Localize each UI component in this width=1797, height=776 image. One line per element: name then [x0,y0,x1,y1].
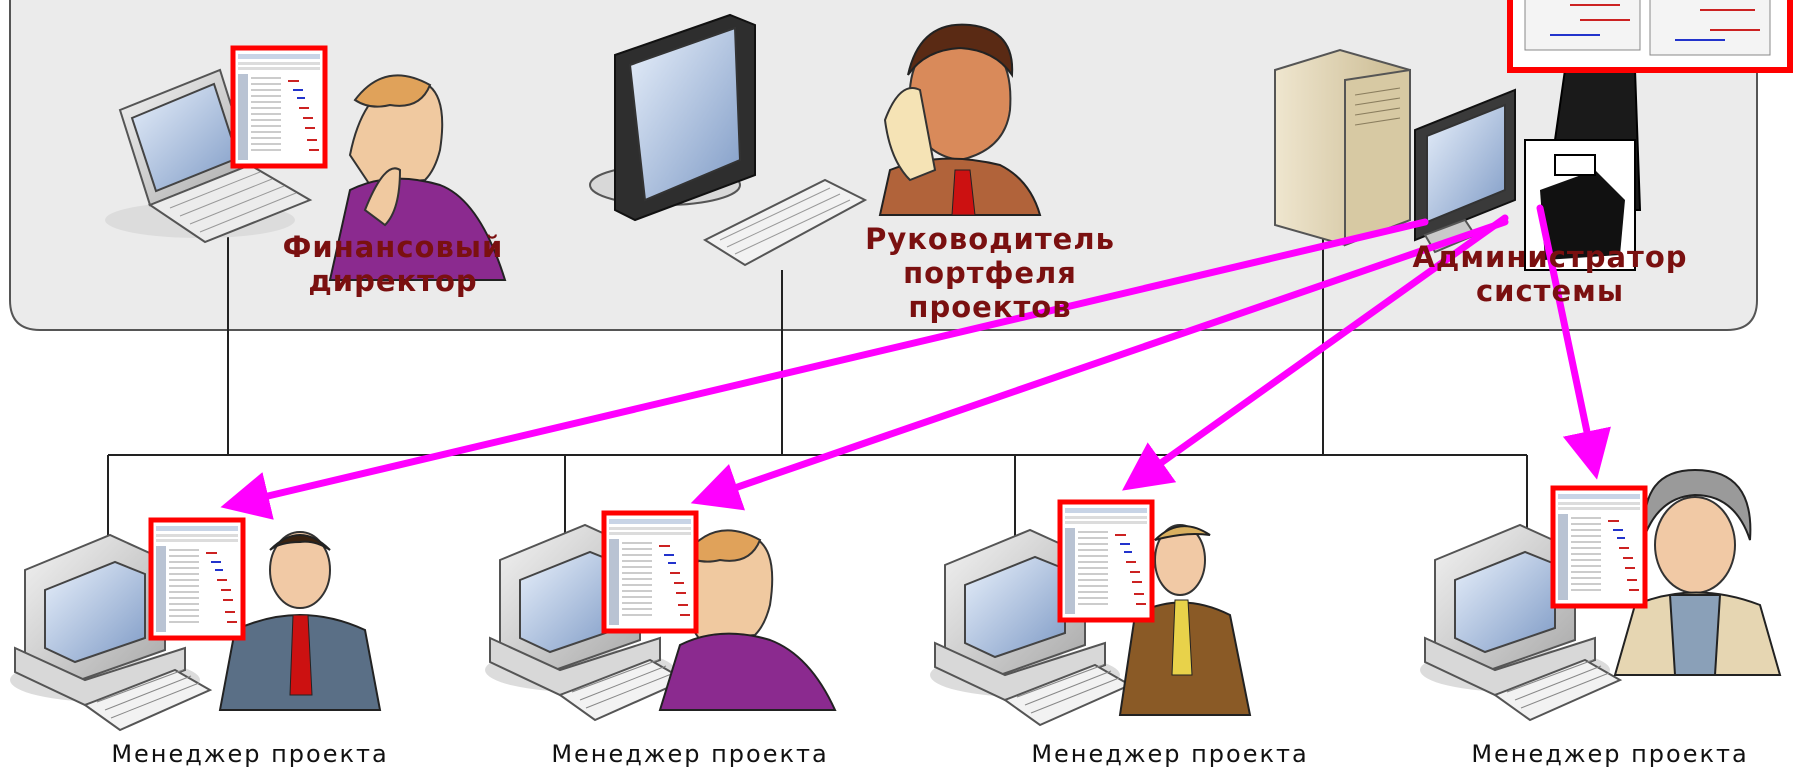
distribution-arrows [220,204,1611,520]
role-label-pm3: Менеджер проекта [1031,740,1309,768]
role-label-cfo: Финансовый директор [282,230,504,298]
gantt-screenshot-icon-pm2 [604,513,696,631]
keyboard-icon [702,178,868,267]
gantt-screenshot-icon-pm4 [1553,488,1645,606]
person-icon-admin [1524,69,1642,271]
person-icon-pm3 [1118,524,1252,716]
gantt-screenshot-icon-pm3 [1060,502,1152,620]
person-icon-pm1 [218,531,382,711]
person-icon-pm4 [1613,468,1782,676]
gantt-screenshot-icon-cfo [233,48,325,166]
server-icon [1274,48,1411,247]
arrow-to-pm1 [220,218,1429,520]
person-icon-pm2 [658,529,837,711]
person-icon-portfolio-manager [878,23,1042,216]
admin-monitor-icon [1414,88,1516,254]
role-label-admin: Администратор системы [1412,240,1688,308]
role-label-pm2: Менеджер проекта [551,740,829,768]
role-label-pm1: Менеджер проекта [111,740,389,768]
network-lines [107,222,1528,555]
gantt-screenshot-icon-admin [1507,0,1793,73]
role-label-portfolio-manager: Руководитель портфеля проектов [865,222,1115,324]
arrow-to-pm4 [1536,204,1611,480]
arrow-to-pm2 [690,218,1509,511]
monitor-icon [589,13,756,222]
arrow-to-pm3 [1122,214,1509,491]
role-label-pm4: Менеджер проекта [1471,740,1749,768]
gantt-screenshot-icon-pm1 [151,520,243,638]
person-icon-cfo [328,74,507,281]
laptop-icon [105,68,313,244]
